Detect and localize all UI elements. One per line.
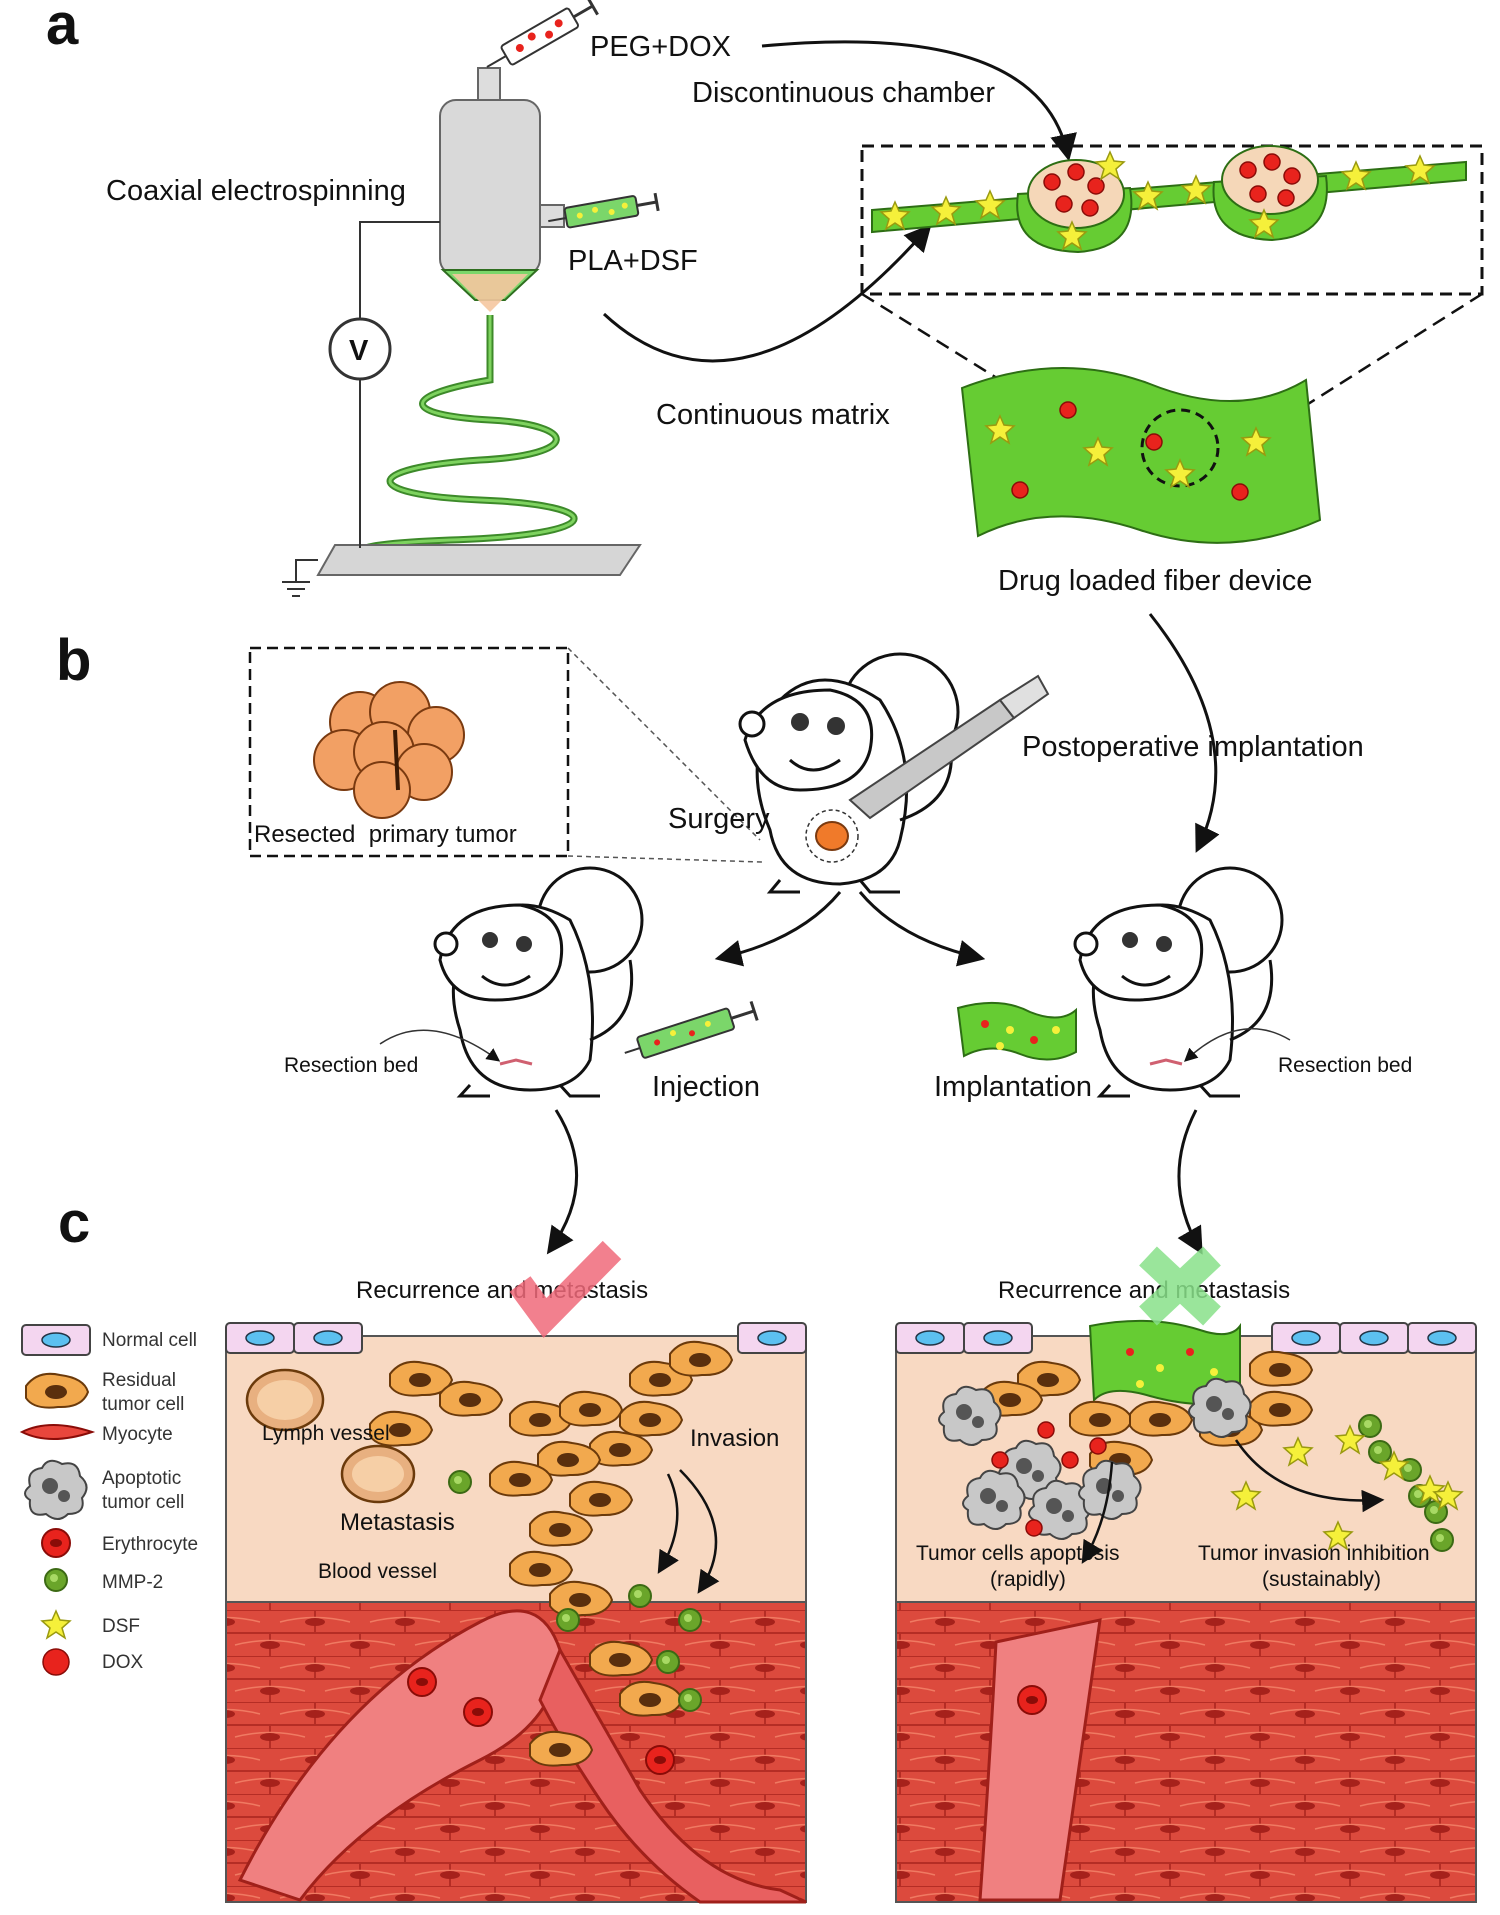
syringe-top-icon — [486, 0, 599, 68]
legend-residual-2: tumor cell — [102, 1394, 184, 1415]
surgery-label: Surgery — [668, 803, 770, 835]
tumor-box — [248, 646, 570, 858]
split-arrow-left — [714, 891, 842, 967]
inhibition-label-1: Tumor invasion inhibition — [1198, 1542, 1430, 1565]
mouse-left-icon — [433, 866, 644, 1098]
postop-arrow — [1148, 613, 1220, 853]
legend-apoptotic-2: tumor cell — [102, 1492, 184, 1513]
legend-mmp: MMP-2 — [102, 1572, 163, 1593]
tumor-icon — [313, 681, 465, 819]
right-title: Recurrence and metastasis — [998, 1277, 1290, 1304]
device-label: Drug loaded fiber device — [998, 565, 1312, 597]
panel-b-letter: b — [56, 628, 91, 693]
blood-label: Blood vessel — [318, 1560, 437, 1583]
split-arrow-right — [858, 891, 986, 967]
legend-dsf: DSF — [102, 1616, 140, 1637]
cross-mark — [1139, 1246, 1221, 1326]
mouse-surgery-icon — [738, 652, 1050, 894]
mouse-right-icon — [1073, 866, 1284, 1098]
implant-mat-icon — [956, 1001, 1077, 1061]
injection-label: Injection — [652, 1071, 760, 1103]
panel-c-letter: c — [58, 1190, 90, 1255]
tumor-label: Resected primary tumor — [254, 821, 517, 848]
voltage-label: V — [349, 335, 369, 367]
chamber-label: Discontinuous chamber — [692, 77, 995, 109]
bed-right-label: Resection bed — [1278, 1054, 1412, 1077]
fiber-detail — [871, 145, 1467, 254]
metastasis-label: Metastasis — [340, 1509, 455, 1536]
tissue-right — [895, 1319, 1477, 1903]
fiber-zoom-box — [860, 144, 1484, 296]
apoptosis-label-2: (rapidly) — [990, 1568, 1066, 1591]
legend-dox: DOX — [102, 1652, 144, 1673]
tissue-left — [225, 1322, 807, 1904]
matrix-label: Continuous matrix — [656, 399, 890, 431]
syringe-side-icon — [548, 192, 660, 229]
syringe-side-label: PLA+DSF — [568, 245, 698, 277]
legend — [19, 1324, 96, 1676]
legend-residual-1: Residual — [102, 1370, 176, 1391]
implantation-label: Implantation — [934, 1071, 1092, 1103]
bed-left-label: Resection bed — [284, 1054, 418, 1077]
check-mark — [509, 1240, 622, 1338]
chamber-arrow — [761, 40, 1077, 162]
postop-label: Postoperative implantation — [1022, 731, 1364, 763]
legend-myocyte: Myocyte — [102, 1424, 173, 1445]
panel-a-letter: a — [46, 0, 79, 57]
legend-apoptotic-1: Apoptotic — [102, 1468, 181, 1489]
lymph-label: Lymph vessel — [262, 1422, 390, 1445]
process-label: Coaxial electrospinning — [106, 175, 406, 207]
fiber-mat — [960, 366, 1322, 544]
invasion-label: Invasion — [690, 1425, 779, 1452]
legend-erythrocyte: Erythrocyte — [102, 1534, 198, 1555]
matrix-arrow — [602, 223, 932, 363]
left-title: Recurrence and metastasis — [356, 1277, 648, 1304]
inhibition-label-2: (sustainably) — [1262, 1568, 1381, 1591]
syringe-top-label: PEG+DOX — [590, 31, 731, 63]
electrospinning-apparatus — [282, 67, 642, 597]
legend-normal: Normal cell — [102, 1330, 197, 1351]
apoptosis-label-1: Tumor cells apoptosis — [916, 1542, 1119, 1565]
injection-syringe-icon — [624, 1000, 759, 1059]
